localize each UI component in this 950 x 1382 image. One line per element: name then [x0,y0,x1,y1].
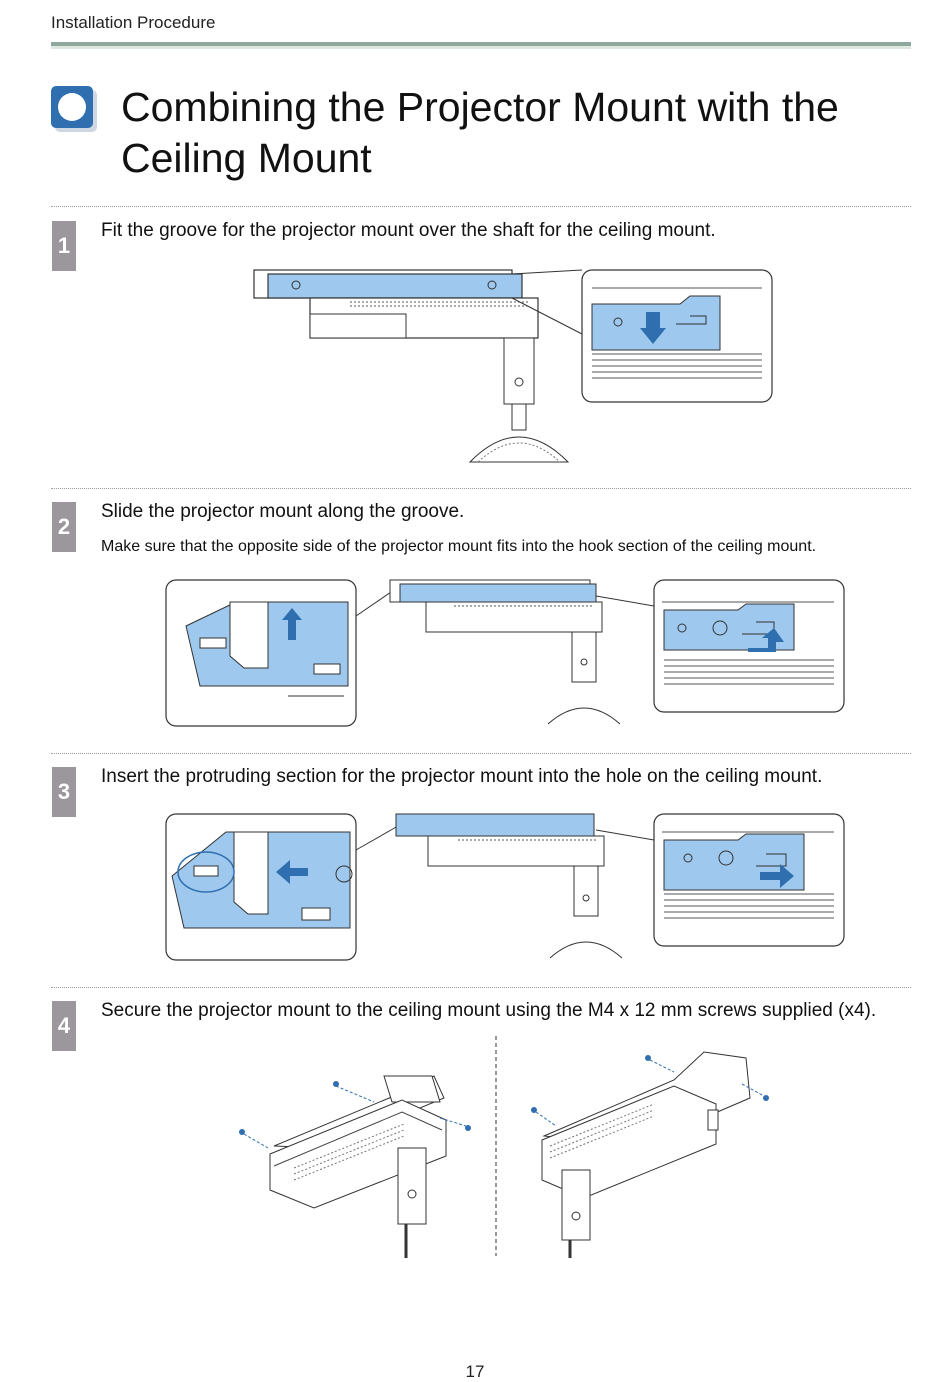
step-divider [51,488,911,489]
step-number-badge: 3 [52,767,76,817]
page-title: Combining the Projector Mount with the C… [121,84,839,181]
step-1-illustration [253,269,773,463]
step-number-badge: 4 [52,1001,76,1051]
step-1-text: Fit the groove for the projector mount o… [101,220,716,241]
step-2-text: Slide the projector mount along the groo… [101,501,465,522]
step-4-illustration [239,1036,769,1258]
step-divider [51,987,911,988]
page-number: 17 [465,1362,485,1381]
step-number-badge: 2 [52,502,76,552]
header-rule [51,42,911,49]
step-3-text: Insert the protruding section for the pr… [101,766,823,787]
step-2-illustration [165,579,845,727]
step-3-illustration [165,813,845,961]
step-divider [51,753,911,754]
running-header: Installation Procedure [51,13,216,32]
step-divider [51,206,911,207]
step-4-text: Secure the projector mount to the ceilin… [101,1000,877,1021]
step-number-badge: 1 [52,221,76,271]
section-badge-icon [51,86,97,132]
step-2-note: Make sure that the opposite side of the … [101,538,817,555]
